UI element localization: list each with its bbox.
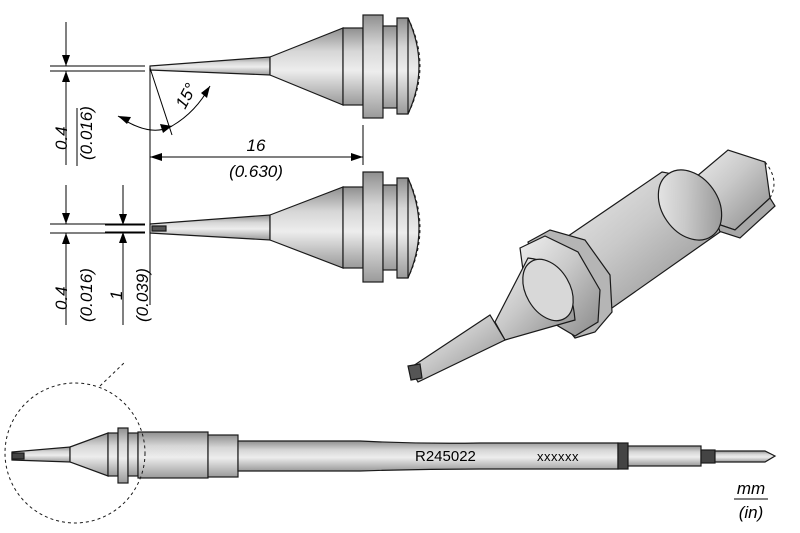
top-tip-width-mm: 0.4 xyxy=(52,126,71,150)
tip-side-view-top xyxy=(149,14,421,119)
units-legend: mm (in) xyxy=(734,479,768,522)
part-number: R245022 xyxy=(415,448,476,465)
tip-top-view xyxy=(149,171,421,283)
side-tip-width-dimension: 0.4 (0.016) xyxy=(50,185,145,325)
side-tip-width-mm: 0.4 xyxy=(52,286,71,310)
length-in: (0.630) xyxy=(229,162,283,181)
side-tip-depth-dimension: 1 (0.039) xyxy=(105,185,152,325)
length-mm: 16 xyxy=(247,136,266,155)
side-tip-width-in: (0.016) xyxy=(77,268,96,322)
length-dimension: 16 (0.630) xyxy=(150,125,364,181)
top-tip-width-in: (0.016) xyxy=(77,106,96,160)
side-tip-depth-mm: 1 xyxy=(107,291,126,300)
tip-3d-view xyxy=(407,149,776,383)
detail-circle xyxy=(4,382,146,524)
top-tip-width-dimension: 0.4 (0.016) xyxy=(50,22,145,166)
serial-placeholder: xxxxxx xyxy=(537,449,579,464)
tip-full-length-view: R245022 xxxxxx xyxy=(4,361,777,524)
angle-label: 15° xyxy=(172,80,201,112)
unit-in: (in) xyxy=(739,503,764,522)
side-tip-depth-in: (0.039) xyxy=(133,268,152,322)
angle-dimension: 15° xyxy=(117,67,211,305)
unit-mm: mm xyxy=(737,479,765,498)
